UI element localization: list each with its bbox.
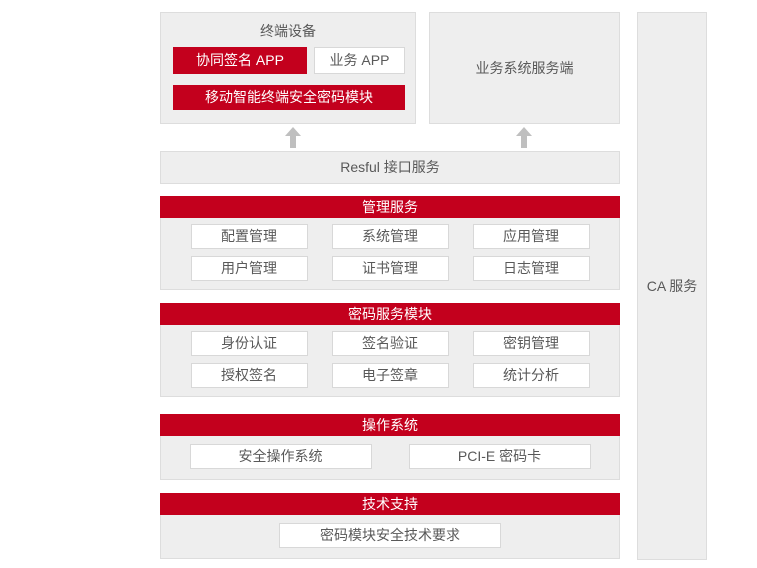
section-operating-system: 操作系统安全操作系统 PCI-E 密码卡 — [160, 414, 620, 480]
module-item: 安全操作系统 — [189, 444, 372, 469]
mobile-security-module-bar: 移动智能终端安全密码模块 — [173, 85, 405, 110]
restful-interface-bar: Resful 接口服务 — [160, 151, 620, 184]
module-item: 系统管理 — [331, 224, 449, 249]
section-title: 密码服务模块 — [160, 303, 620, 325]
module-item: 密钥管理 — [472, 331, 590, 356]
up-arrow-icon — [285, 127, 301, 148]
section-title: 操作系统 — [160, 414, 620, 436]
section-body: 密码模块安全技术要求 — [160, 515, 620, 559]
terminal-device-title: 终端设备 — [260, 23, 316, 39]
section-technical-support: 技术支持密码模块安全技术要求 — [160, 493, 620, 559]
arrow-row — [160, 124, 620, 151]
business-server-box: 业务系统服务端 — [429, 12, 620, 124]
module-item: 用户管理 — [190, 256, 308, 281]
ca-service-label: CA 服务 — [646, 278, 698, 294]
terminal-device-box: 终端设备 协同签名 APP 业务 APP 移动智能终端安全密码模块 — [160, 12, 416, 124]
top-row: 终端设备 协同签名 APP 业务 APP 移动智能终端安全密码模块 业务系统服务… — [160, 12, 620, 124]
module-item: 密码模块安全技术要求 — [279, 523, 501, 548]
section-management-services: 管理服务配置管理系统管理应用管理用户管理证书管理日志管理 — [160, 196, 620, 290]
module-item: 配置管理 — [190, 224, 308, 249]
module-item: 身份认证 — [190, 331, 308, 356]
section-title: 技术支持 — [160, 493, 620, 515]
main-column: 终端设备 协同签名 APP 业务 APP 移动智能终端安全密码模块 业务系统服务… — [160, 12, 620, 559]
section-crypto-service-module: 密码服务模块身份认证签名验证密钥管理授权签名电子签章统计分析 — [160, 303, 620, 397]
section-body: 安全操作系统 PCI-E 密码卡 — [160, 436, 620, 480]
section-title: 管理服务 — [160, 196, 620, 218]
ca-service-box: CA 服务 — [637, 12, 707, 560]
module-item: PCI-E 密码卡 — [408, 444, 591, 469]
module-item: 统计分析 — [472, 363, 590, 388]
module-item: 签名验证 — [331, 331, 449, 356]
sections: 管理服务配置管理系统管理应用管理用户管理证书管理日志管理密码服务模块身份认证签名… — [160, 196, 620, 559]
module-item: 授权签名 — [190, 363, 308, 388]
section-body: 身份认证签名验证密钥管理授权签名电子签章统计分析 — [160, 325, 620, 397]
module-item: 电子签章 — [331, 363, 449, 388]
app-row: 协同签名 APP 业务 APP — [173, 47, 405, 74]
business-app-box: 业务 APP — [314, 47, 405, 74]
section-body: 配置管理系统管理应用管理用户管理证书管理日志管理 — [160, 218, 620, 290]
module-item: 证书管理 — [331, 256, 449, 281]
co-sign-app-box: 协同签名 APP — [173, 47, 307, 74]
module-item: 应用管理 — [472, 224, 590, 249]
up-arrow-icon — [516, 127, 532, 148]
module-item: 日志管理 — [472, 256, 590, 281]
